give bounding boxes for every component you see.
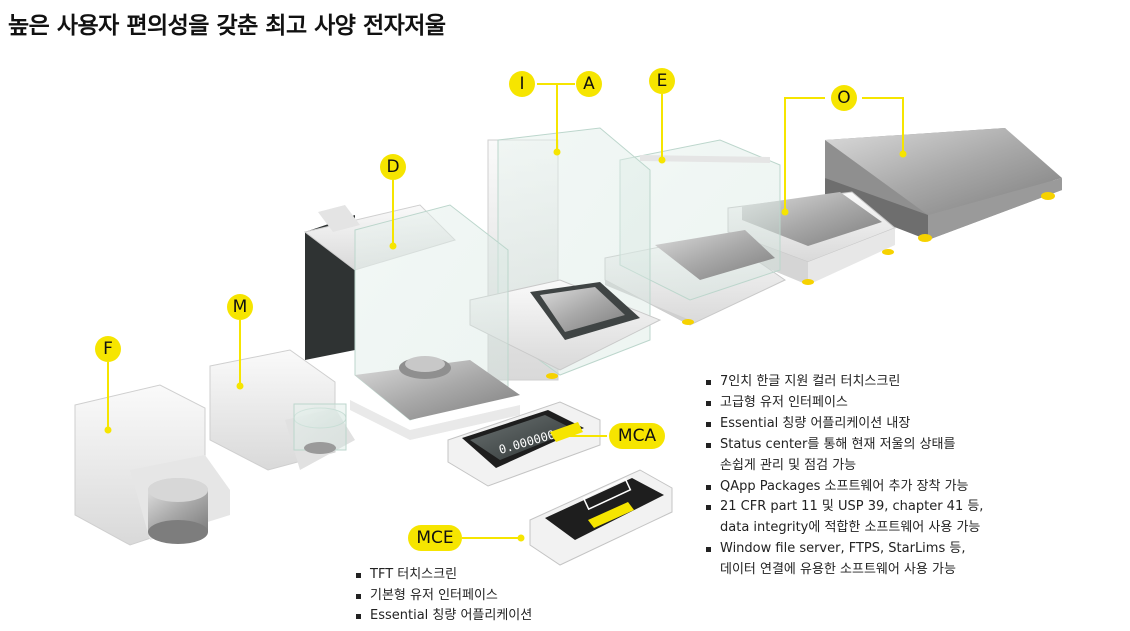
mce-feature-item: TFT 터치스크린: [356, 565, 532, 586]
mce-feature-list: TFT 터치스크린 기본형 유저 인터페이스 Essential 칭량 어플리케…: [356, 565, 532, 627]
mca-feature-item: QApp Packages 소프트웨어 추가 장착 가능: [706, 477, 983, 498]
mca-feature-item-continued: 손쉽게 관리 및 점검 가능: [720, 457, 857, 473]
balance-model-i: [469, 127, 662, 381]
badge-a: A: [576, 71, 602, 97]
badge-i: I: [509, 71, 535, 97]
balance-model-o: [825, 128, 1062, 242]
badge-o: O: [831, 85, 857, 111]
mce-feature-item: Essential 칭량 어플리케이션: [356, 606, 532, 627]
svg-text:O: O: [837, 88, 850, 108]
callout-dots: [104, 148, 907, 542]
svg-text:D: D: [386, 157, 399, 177]
balance-model-d: [303, 204, 520, 440]
badge-f: F: [95, 336, 121, 362]
balance-model-m: [209, 349, 355, 471]
balance-model-f: [74, 384, 230, 546]
svg-text:A: A: [583, 74, 595, 94]
badge-d: D: [380, 154, 406, 180]
mca-feature-item: 21 CFR part 11 및 USP 39, chapter 41 등,: [706, 497, 983, 518]
page-title: 높은 사용자 편의성을 갖춘 최고 사양 전자저울: [8, 13, 446, 39]
mca-feature-item: Essential 칭량 어플리케이션 내장: [706, 414, 983, 435]
svg-text:M: M: [233, 297, 248, 317]
mca-feature-item-continued: data integrity에 적합한 소프트웨어 사용 가능: [720, 520, 981, 536]
mca-feature-item: 고급형 유저 인터페이스: [706, 393, 983, 414]
badge-mca: MCA: [609, 423, 665, 449]
svg-text:MCA: MCA: [618, 426, 657, 446]
mca-terminal: 0.000000: [447, 401, 601, 487]
mca-feature-item: 7인치 한글 지원 컬러 터치스크린: [706, 372, 983, 393]
callout-leaders: [107, 83, 904, 539]
svg-text:E: E: [657, 71, 668, 91]
svg-text:I: I: [519, 74, 524, 94]
badge-e: E: [649, 68, 675, 94]
badge-m: M: [227, 294, 253, 320]
mca-feature-item: Window file server, FTPS, StarLims 등,: [706, 539, 983, 560]
mca-feature-item: Status center를 통해 현재 저울의 상태를: [706, 435, 983, 456]
mca-feature-list: 7인치 한글 지원 컬러 터치스크린 고급형 유저 인터페이스 Essentia…: [706, 372, 983, 581]
mce-feature-item: 기본형 유저 인터페이스: [356, 586, 532, 607]
svg-text:F: F: [103, 339, 113, 359]
mca-feature-item-continued: 데이터 연결에 유용한 소프트웨어 사용 가능: [720, 562, 956, 578]
badge-mce: MCE: [408, 525, 462, 551]
svg-text:MCE: MCE: [416, 528, 453, 548]
mce-terminal: [529, 469, 673, 566]
